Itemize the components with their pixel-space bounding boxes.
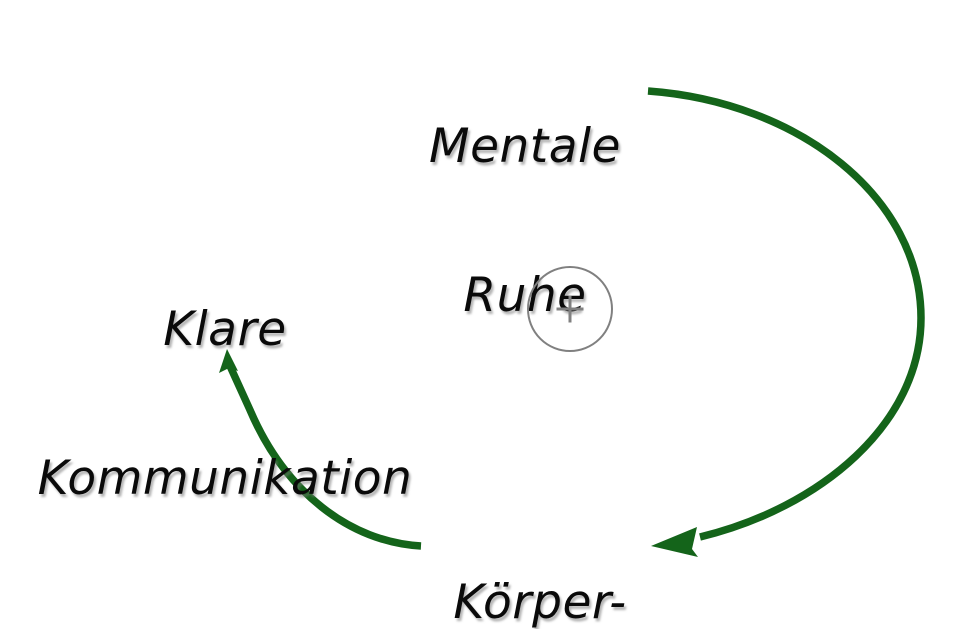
plus-icon: [529, 268, 611, 350]
node-label-line-2: Kommunikation: [37, 451, 413, 507]
reinforcing-loop-marker: [527, 266, 613, 352]
node-label-line-1: Klare: [163, 301, 287, 357]
node-label-line-1: Mentale: [429, 118, 621, 174]
node-label-line-1: Körper-: [453, 574, 627, 629]
arrowhead-left-pointing: [651, 527, 698, 557]
node-label-klare-kommunikation: Klare Kommunikation: [5, 205, 445, 604]
arrow-koerper-to-kommunikation: [219, 349, 422, 550]
arrow-path-right: [647, 87, 925, 541]
arrow-path-left: [226, 364, 422, 550]
node-label-koerperkontrolle: Körper- kontrolle: [340, 478, 740, 629]
arrow-mentale-to-koerper: [647, 87, 925, 557]
arrowhead-up-pointing: [219, 349, 238, 373]
